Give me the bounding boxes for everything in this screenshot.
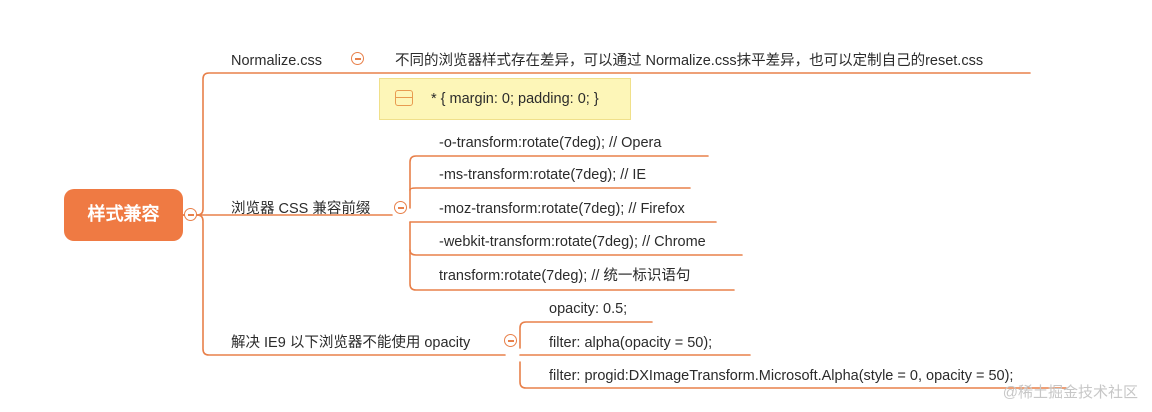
connector-opacity-2 <box>519 361 1067 389</box>
connector-opacity-0 <box>519 321 653 349</box>
branch-normalize-note[interactable]: 不同的浏览器样式存在差异，可以通过 Normalize.css抹平差异，也可以定… <box>395 53 984 69</box>
connector-prefix-1 <box>409 187 691 191</box>
opacity-item-0[interactable]: opacity: 0.5; <box>549 301 628 317</box>
note-icon <box>395 90 413 106</box>
prefix-item-standard[interactable]: transform:rotate(7deg); // 统一标识语句 <box>439 268 691 284</box>
prefix-item-opera[interactable]: -o-transform:rotate(7deg); // Opera <box>439 135 662 151</box>
root-collapse-toggle-icon[interactable] <box>184 208 197 221</box>
code-note-box[interactable]: * { margin: 0; padding: 0; } <box>379 78 631 120</box>
connector-prefix-0 <box>409 155 709 209</box>
branch-opacity-label[interactable]: 解决 IE9 以下浏览器不能使用 opacity <box>231 335 471 351</box>
prefix-item-firefox[interactable]: -moz-transform:rotate(7deg); // Firefox <box>439 201 685 217</box>
branch-normalize-label[interactable]: Normalize.css <box>231 53 323 69</box>
watermark: @稀土掘金技术社区 <box>1002 384 1138 401</box>
branch-prefix-label[interactable]: 浏览器 CSS 兼容前缀 <box>231 201 371 217</box>
prefix-item-ie[interactable]: -ms-transform:rotate(7deg); // IE <box>439 167 647 183</box>
branch-prefix-collapse-toggle-icon[interactable] <box>394 201 407 214</box>
branch-normalize-collapse-toggle-icon[interactable] <box>351 52 364 65</box>
connector-root-opacity <box>182 214 506 356</box>
root-node[interactable]: 样式兼容 <box>64 189 183 241</box>
prefix-item-chrome[interactable]: -webkit-transform:rotate(7deg); // Chrom… <box>439 234 706 250</box>
connector-prefix-4 <box>409 249 735 291</box>
code-note-text: * { margin: 0; padding: 0; } <box>431 91 599 107</box>
branch-opacity-collapse-toggle-icon[interactable] <box>504 334 517 347</box>
opacity-item-2[interactable]: filter: progid:DXImageTransform.Microsof… <box>549 368 1014 384</box>
opacity-item-1[interactable]: filter: alpha(opacity = 50); <box>549 335 713 351</box>
